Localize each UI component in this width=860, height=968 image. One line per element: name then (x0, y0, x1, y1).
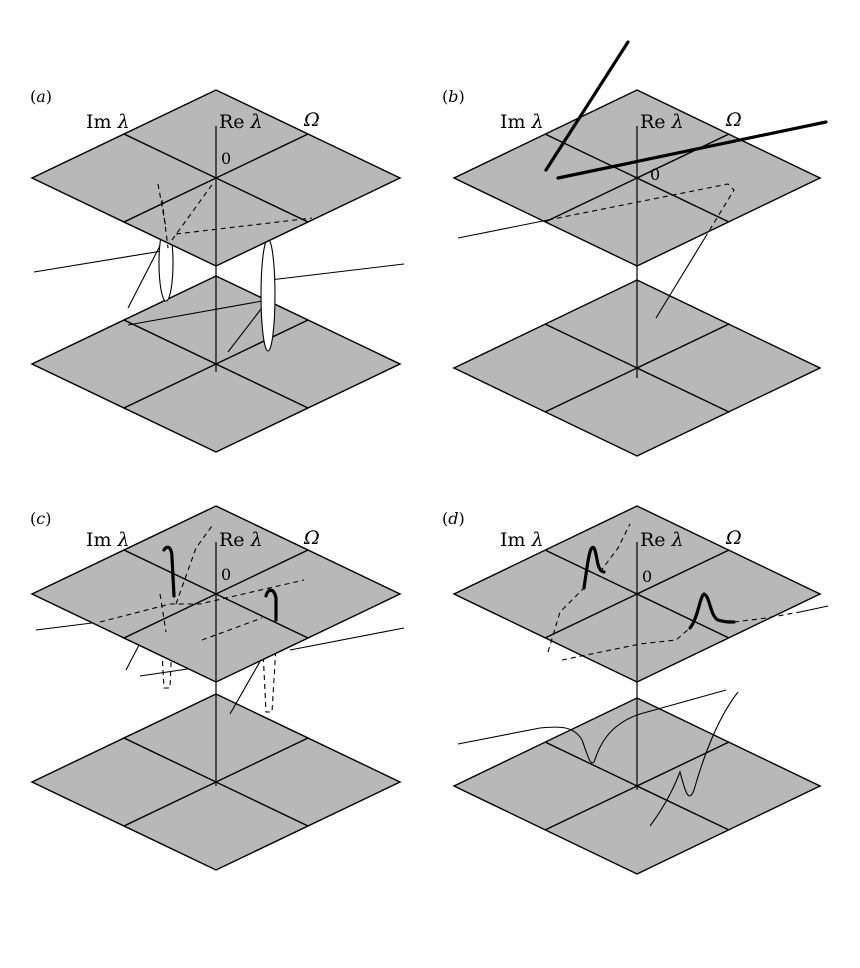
panel-a-omega-label: Ω (303, 109, 320, 131)
panel-b-im-lambda-label: Im λ (500, 111, 544, 133)
panel-c-omega-label: Ω (303, 527, 320, 549)
panel-c-re-lambda-label: Re λ (219, 529, 263, 551)
panel-d-im-lambda-label: Im λ (500, 529, 544, 551)
panel-d-lower-curves (457, 689, 739, 827)
panel-b-connecting-curves (655, 235, 707, 319)
panel-b-zero-label: 0 (650, 165, 660, 184)
panel-d-thin-lines (799, 605, 829, 613)
panel-c: (c) Im λ Re λ Ω 0 (30, 505, 405, 871)
panel-a-dashed-curves (157, 181, 313, 249)
panel-b: (b) Im λ Re λ Ω 0 (442, 40, 828, 457)
panel-b-bold-lines (544, 40, 828, 180)
panel-d-zero-label: 0 (642, 567, 652, 586)
panel-b-re-lambda-label: Re λ (640, 111, 684, 133)
panel-c-im-lambda-label: Im λ (86, 529, 130, 551)
panel-a: (a) Im λ Re λ Ω 0 (30, 87, 405, 453)
panel-a-zero-label: 0 (221, 149, 231, 168)
panel-c-dashed-curves (99, 525, 305, 641)
panel-d-dashed-curves (547, 523, 801, 661)
panel-a-label: (a) (30, 87, 52, 106)
panel-b-omega-label: Ω (725, 109, 742, 131)
panel-b-curves-on-plane (457, 183, 735, 239)
panel-c-zero-label: 0 (221, 565, 231, 584)
panel-a-re-lambda-label: Re λ (219, 111, 263, 133)
panel-d-label: (d) (442, 509, 465, 528)
panel-d-omega-label: Ω (725, 527, 742, 549)
panel-b-label: (b) (442, 87, 465, 106)
panel-a-connecting-curves (33, 224, 405, 353)
panel-d: (d) Im λ Re λ Ω 0 (442, 505, 829, 875)
panel-c-bold-peaks (162, 545, 278, 622)
panel-d-re-lambda-label: Re λ (640, 529, 684, 551)
panel-c-label: (c) (30, 509, 51, 528)
panel-d-bold-peaks (582, 545, 736, 630)
panel-a-im-lambda-label: Im λ (86, 111, 130, 133)
